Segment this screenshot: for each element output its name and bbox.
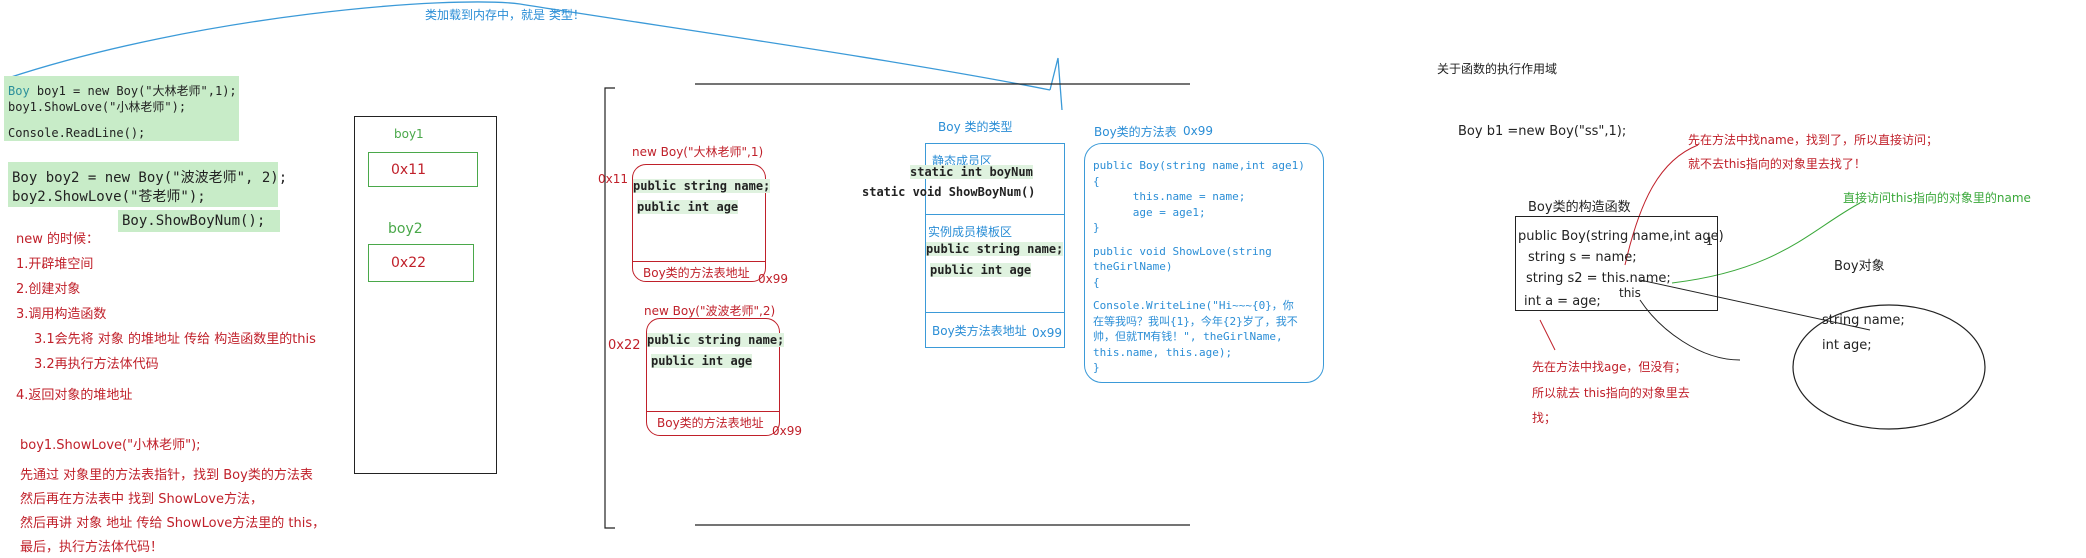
- type-static-method: static void ShowBoyNum(): [862, 185, 1036, 199]
- scope-obj-label: Boy对象: [1834, 259, 1885, 274]
- heap-obj1-field-age: public int age: [637, 200, 739, 214]
- new-step-1: 1.开辟堆空间: [16, 257, 94, 272]
- scope-ctor-this: this: [1619, 286, 1641, 300]
- heap-obj1-title: new Boy("大林老师",1): [632, 145, 764, 159]
- type-mt-addr: 0x99: [1032, 326, 1063, 340]
- showlove-note-2: 然后再在方法表中 找到 ShowLove方法，: [20, 492, 264, 507]
- type-divider-2: [926, 312, 1064, 313]
- scope-ctor-box: public Boy(string name,int age) 1 string…: [1515, 216, 1724, 311]
- type-divider-1: [926, 214, 1064, 215]
- new-step-3: 3.调用构造函数: [16, 307, 107, 322]
- heap-obj1-mt-addr: 0x99: [758, 272, 789, 286]
- stack-boy1-label: boy1: [394, 127, 424, 141]
- code1-line2: boy1.ShowLove("小林老师");: [8, 100, 187, 114]
- scope-ctor-line-2: string s = name;: [1528, 250, 1637, 265]
- scope-note-3c: 找；: [1532, 411, 1557, 425]
- scope-ctor-label: Boy类的构造函数: [1528, 200, 1631, 215]
- heap-obj2-mt: Boy类的方法表地址: [657, 416, 764, 430]
- scope-ctor-line-4: int a = age;: [1524, 294, 1601, 309]
- showlove-call: boy1.ShowLove("小林老师");: [20, 438, 201, 453]
- mt-line: public Boy(string name,int age1): [1093, 159, 1305, 172]
- mt-line: }: [1093, 221, 1100, 234]
- code3-line1: Boy.ShowBoyNum();: [122, 213, 266, 229]
- stack-frame: [354, 116, 497, 474]
- mt-line: Console.WriteLine("Hi~~~{0}，你: [1093, 299, 1294, 312]
- code-block-3: Boy.ShowBoyNum();: [118, 210, 280, 232]
- stack-boy2-value: 0x22: [391, 255, 427, 271]
- mt-line: this.name = name;: [1093, 190, 1246, 203]
- scope-note-1b: 就不去this指向的对象里去找了！: [1688, 157, 1866, 171]
- code1-line3: Console.ReadLine();: [8, 126, 146, 140]
- scope-obj-field-age: int age;: [1822, 338, 1872, 353]
- showlove-note-4: 最后，执行方法体代码！: [20, 540, 164, 555]
- mt-line: age = age1;: [1093, 205, 1206, 219]
- scope-decl: Boy b1 =new Boy("ss",1);: [1458, 124, 1627, 139]
- type-box: 静态成员区 实例成员模板区 public string name; public…: [925, 143, 1065, 348]
- type-inst-age: public int age: [930, 263, 1032, 277]
- scope-ctor-line-3: string s2 = this.name;: [1526, 271, 1671, 286]
- mt-line: 帅，但就TM有钱！", theGirlName,: [1093, 330, 1283, 343]
- type-inst-name: public string name;: [926, 242, 1064, 256]
- stack-boy2-slot: 0x22: [368, 244, 474, 282]
- code-block-2: Boy boy2 = new Boy("波波老师", 2); boy2.Show…: [8, 162, 287, 207]
- scope-note-1a: 先在方法中找name，找到了，所以直接访问；: [1688, 133, 1939, 147]
- heap-obj1-divider: [633, 261, 765, 262]
- heap-obj2-mt-addr: 0x99: [772, 424, 803, 438]
- code-block-1: Boy boy1 = new Boy("大林老师",1); boy1.ShowL…: [4, 76, 239, 141]
- scope-note-2: 直接访问this指向的对象里的name: [1843, 191, 2031, 205]
- heap-obj1-field-name: public string name;: [633, 179, 771, 193]
- heap-obj2: public string name; public int age Boy类的…: [646, 318, 785, 436]
- mt-line: theGirlName): [1093, 260, 1173, 273]
- scope-note-3b: 所以就去 this指向的对象里去: [1532, 386, 1690, 400]
- heap-obj2-field-age: public int age: [651, 354, 753, 368]
- method-table-addr: 0x99: [1183, 124, 1214, 138]
- mt-line: 在等我吗？我叫{1}，今年{2}岁了，我不: [1093, 314, 1298, 328]
- heap-obj2-addr: 0x22: [608, 338, 641, 353]
- type-static-field: static int boyNum: [910, 165, 1033, 179]
- new-step-2: 2.创建对象: [16, 282, 81, 297]
- showlove-note-3: 然后再讲 对象 地址 传给 ShowLove方法里的 this，: [20, 516, 326, 531]
- code1-type: Boy: [8, 84, 30, 98]
- code2-line1: Boy boy2 = new Boy("波波老师", 2);: [12, 170, 288, 186]
- stack-boy1-value: 0x11: [391, 162, 427, 178]
- mt-line: }: [1093, 361, 1100, 374]
- new-step-3-1: 3.1会先将 对象 的堆地址 传给 构造函数里的this: [34, 332, 316, 347]
- code2-line2: boy2.ShowLove("苍老师");: [12, 189, 206, 205]
- new-step-3-2: 3.2再执行方法体代码: [34, 357, 159, 372]
- new-steps-title: new 的时候：: [16, 232, 100, 247]
- new-step-4: 4.返回对象的堆地址: [16, 388, 133, 403]
- showlove-note-1: 先通过 对象里的方法表指针，找到 Boy类的方法表: [20, 468, 313, 483]
- method-table-title: Boy类的方法表: [1094, 125, 1177, 139]
- stack-boy1-slot: 0x11: [368, 152, 478, 187]
- type-static-label: 静态成员区: [932, 154, 993, 168]
- top-arrow-note: 类加载到内存中，就是 类型！: [425, 8, 585, 22]
- scope-obj-field-name: string name;: [1822, 313, 1905, 328]
- scope-ctor-num: 1: [1706, 235, 1713, 248]
- code1-line1: Boy boy1 = new Boy("大林老师",1);: [8, 84, 237, 98]
- method-table-box: public Boy(string name,int age1) { this.n…: [1084, 143, 1324, 383]
- scope-note-3a: 先在方法中找age，但没有；: [1532, 360, 1687, 374]
- scope-ctor-sig: public Boy(string name,int age): [1518, 229, 1724, 244]
- stack-boy2-label: boy2: [388, 221, 423, 237]
- mt-line: {: [1093, 174, 1100, 188]
- mt-line: {: [1093, 275, 1100, 289]
- heap-obj2-title: new Boy("波波老师",2): [644, 304, 776, 318]
- method-table-code: public Boy(string name,int age1) { this.n…: [1093, 158, 1305, 376]
- heap-obj1-mt: Boy类的方法表地址: [643, 266, 750, 280]
- type-title: Boy 类的类型: [938, 120, 1013, 134]
- mt-line: public void ShowLove(string: [1093, 244, 1272, 258]
- type-mt-label: Boy类方法表地址: [932, 324, 1027, 338]
- heap-obj2-divider: [647, 411, 779, 412]
- heap-obj1: public string name; public int age Boy类的…: [632, 164, 771, 282]
- mt-line: this.name, this.age);: [1093, 345, 1233, 359]
- scope-title: 关于函数的执行作用域: [1437, 62, 1558, 76]
- heap-obj2-field-name: public string name;: [647, 333, 785, 347]
- heap-obj1-addr: 0x11: [598, 172, 629, 186]
- type-instance-label: 实例成员模板区: [928, 225, 1013, 239]
